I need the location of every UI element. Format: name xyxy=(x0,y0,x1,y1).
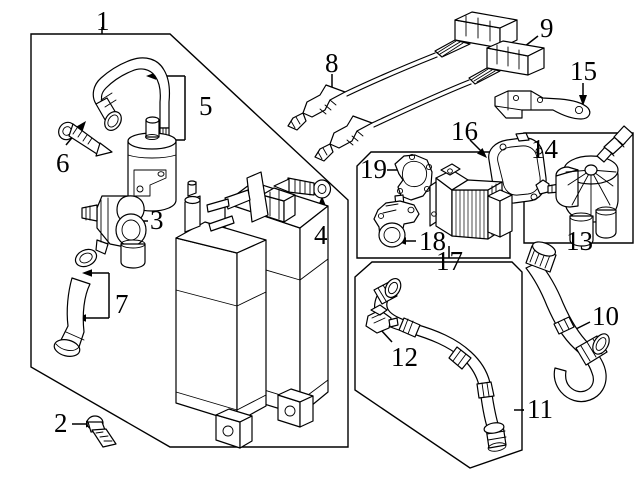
callout-9: 9 xyxy=(540,13,554,43)
group-17-egr-box xyxy=(356,151,511,259)
vapor-canister xyxy=(175,171,329,449)
callout-19: 19 xyxy=(360,154,387,184)
oxygen-sensor-a xyxy=(287,11,518,131)
auxiliary-water-pump xyxy=(535,125,634,247)
coolant-hose-branched xyxy=(365,277,507,452)
callout-16: 16 xyxy=(451,116,478,146)
callout-4: 4 xyxy=(314,220,328,250)
short-hose xyxy=(53,248,98,357)
screw-4 xyxy=(273,177,332,199)
callout-18: 18 xyxy=(419,226,446,256)
callout-1: 1 xyxy=(96,6,110,36)
egr-adapter xyxy=(373,200,420,248)
callout-17: 17 xyxy=(436,246,463,276)
egr-gasket xyxy=(394,153,433,208)
oxygen-sensor-b xyxy=(314,40,545,162)
screw-6 xyxy=(58,121,113,157)
curved-vapor-hose xyxy=(92,57,171,139)
group-11-hose-box xyxy=(354,261,523,469)
callout-14: 14 xyxy=(531,134,558,164)
purge-valve xyxy=(81,195,147,269)
callout-2: 2 xyxy=(54,408,68,438)
mounting-bracket xyxy=(494,90,591,120)
group-14-pump-box xyxy=(523,132,634,244)
callout-15: 15 xyxy=(570,56,597,86)
callout-13: 13 xyxy=(566,226,593,256)
bolt-2 xyxy=(86,415,117,448)
callout-5: 5 xyxy=(199,91,213,121)
egr-cooler xyxy=(429,163,513,240)
callout-12: 12 xyxy=(391,342,418,372)
callout-7: 7 xyxy=(115,289,129,319)
callout-3: 3 xyxy=(150,205,164,235)
callout-8: 8 xyxy=(325,48,339,78)
coolant-hose-long xyxy=(525,241,610,403)
callout-6: 6 xyxy=(56,148,70,178)
group-1-main-polygon xyxy=(30,33,349,448)
callout-11: 11 xyxy=(527,394,553,424)
gasket-16 xyxy=(488,132,547,204)
callout-10: 10 xyxy=(592,301,619,331)
